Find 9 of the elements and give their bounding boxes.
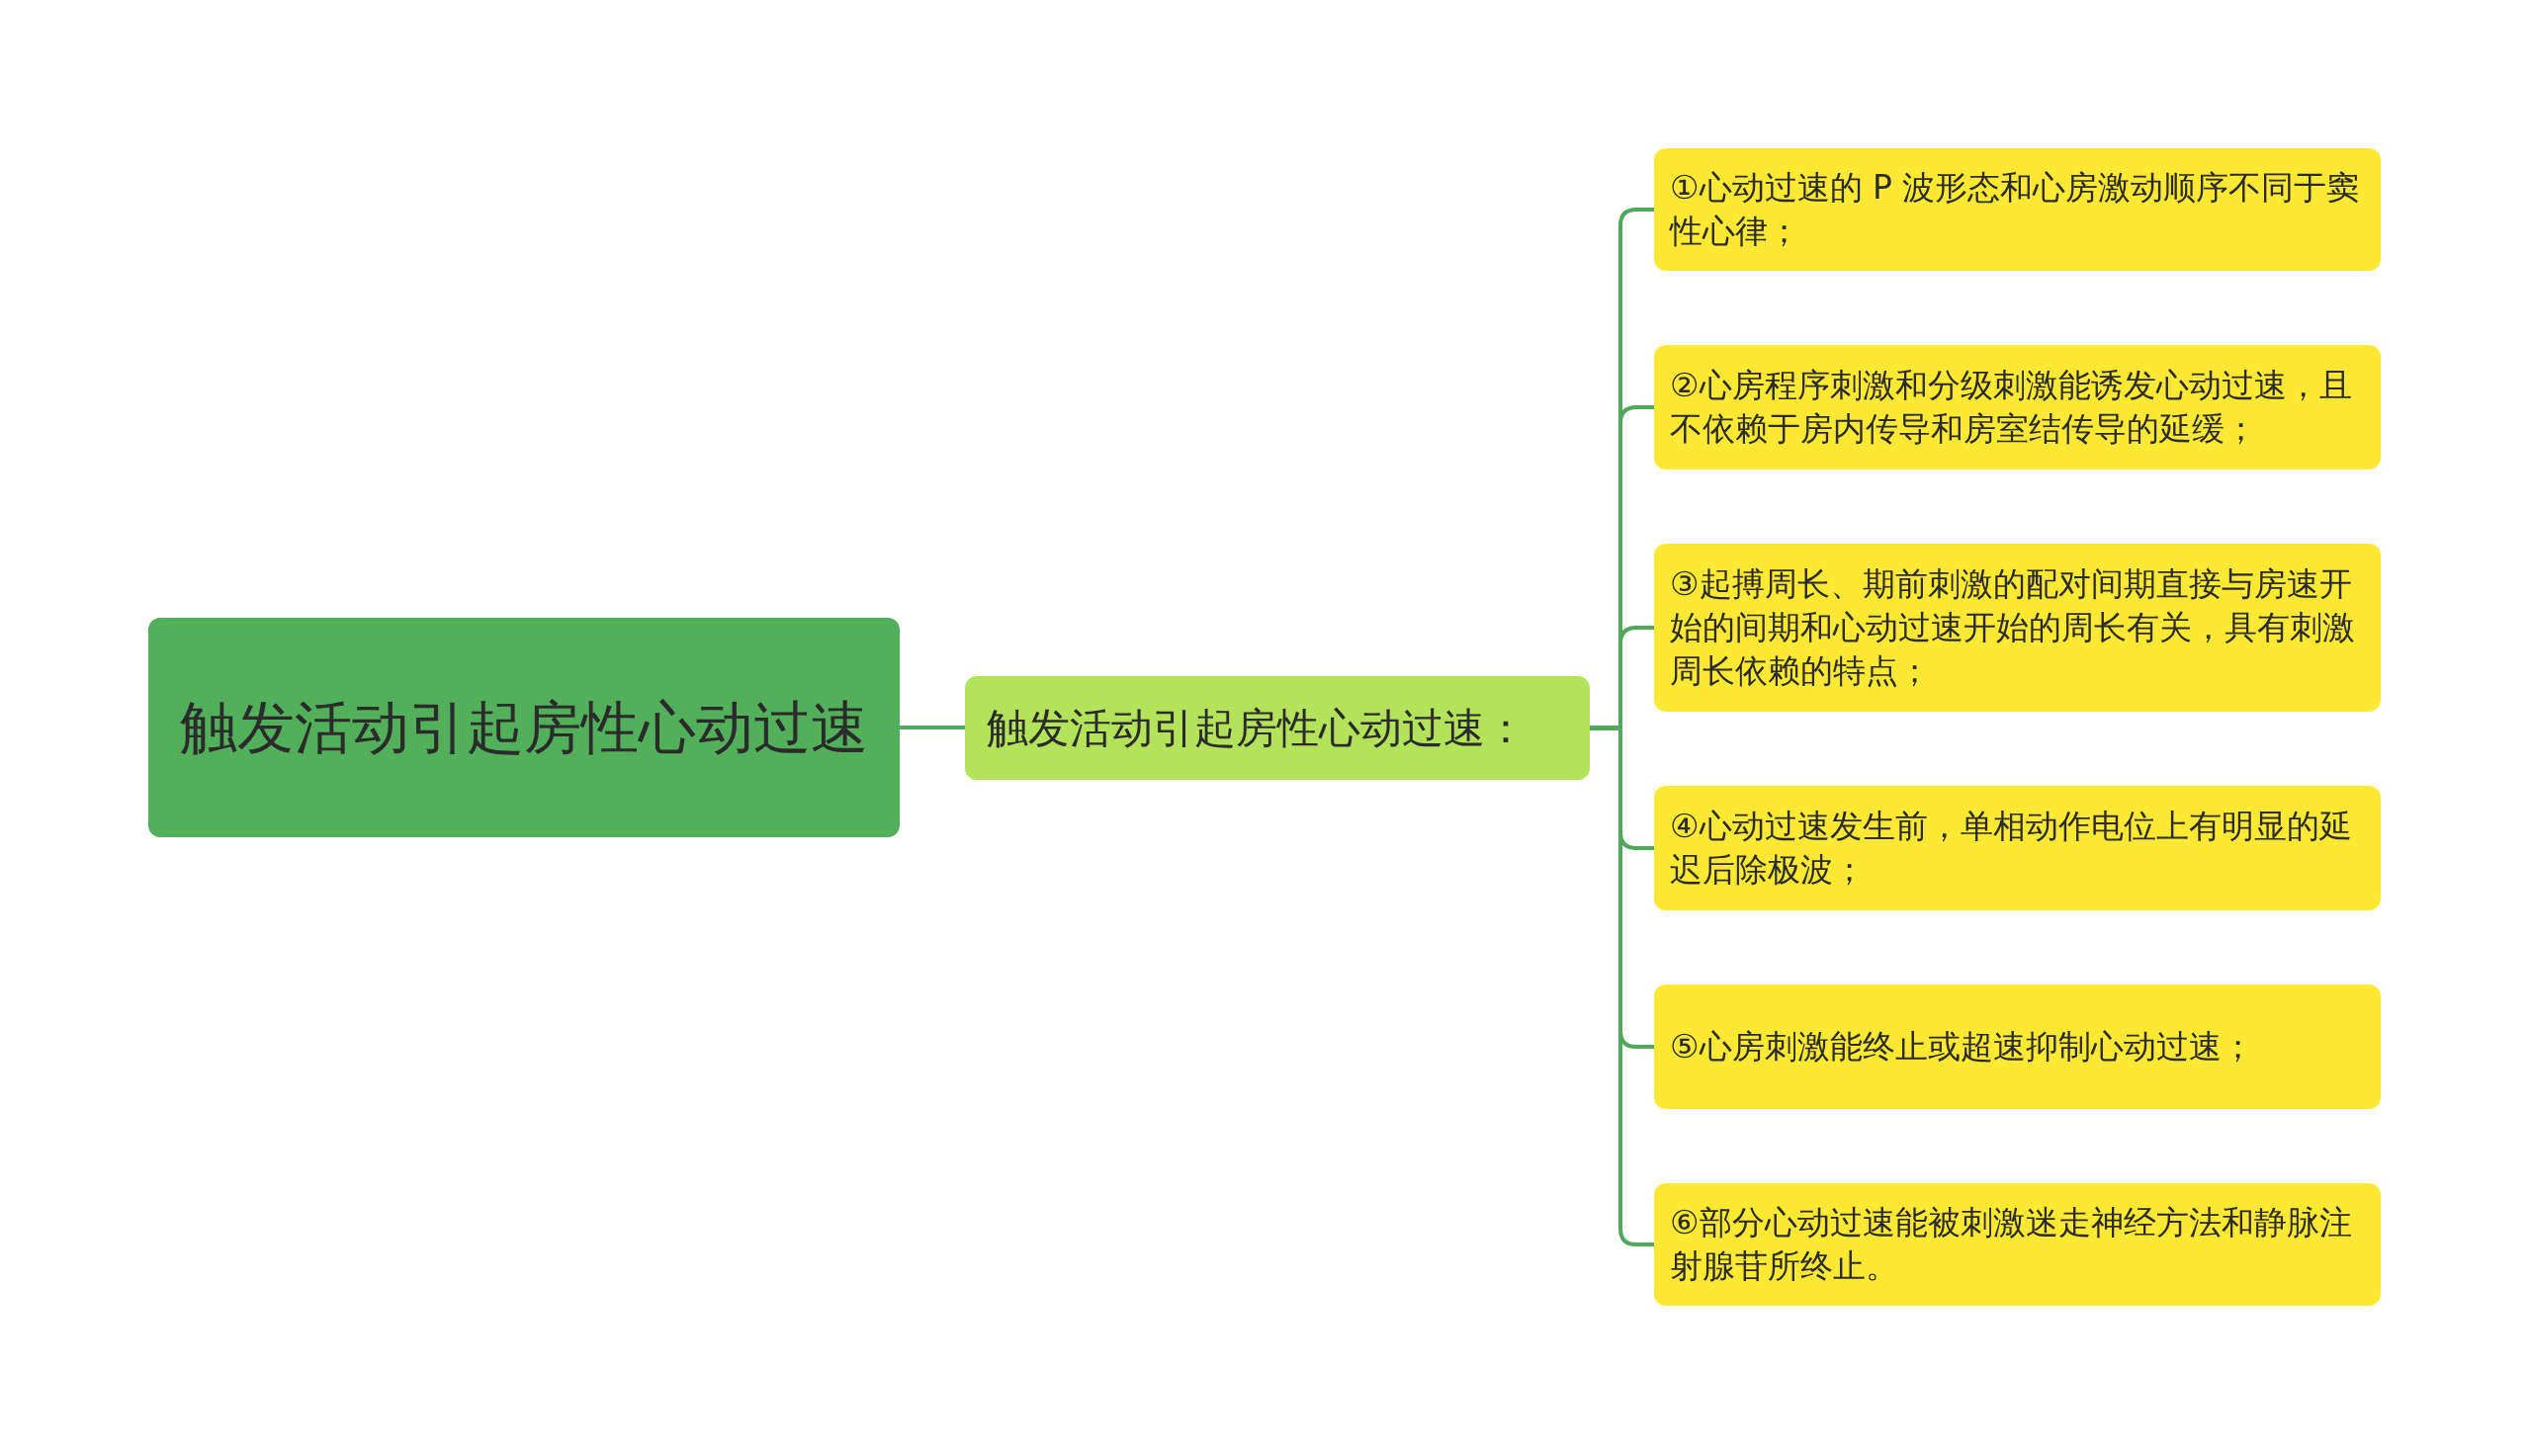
topic-box: 触发活动引起房性心动过速 [148,618,900,837]
note-box: ⑥部分心动过速能被刺激迷走神经方法和静脉注射腺苷所终止。 [1654,1183,2381,1306]
note-box: ⑤心房刺激能终止或超速抑制心动过速； [1654,985,2381,1109]
note-box: ①心动过速的 P 波形态和心房激动顺序不同于窦性心律； [1654,148,2381,271]
connector-line [900,726,965,729]
note-box: ③起搏周长、期前刺激的配对间期直接与房速开始的间期和心动过速开始的周长有关，具有刺激周长依赖的特点； [1654,544,2381,712]
note-box: ②心房程序刺激和分级刺激能诱发心动过速，且不依赖于房内传导和房室结传导的延缓； [1654,345,2381,470]
subtopic-box: 触发活动引起房性心动过速： [965,676,1590,780]
note-box: ④心动过速发生前，单相动作电位上有明显的延迟后除极波； [1654,786,2381,910]
